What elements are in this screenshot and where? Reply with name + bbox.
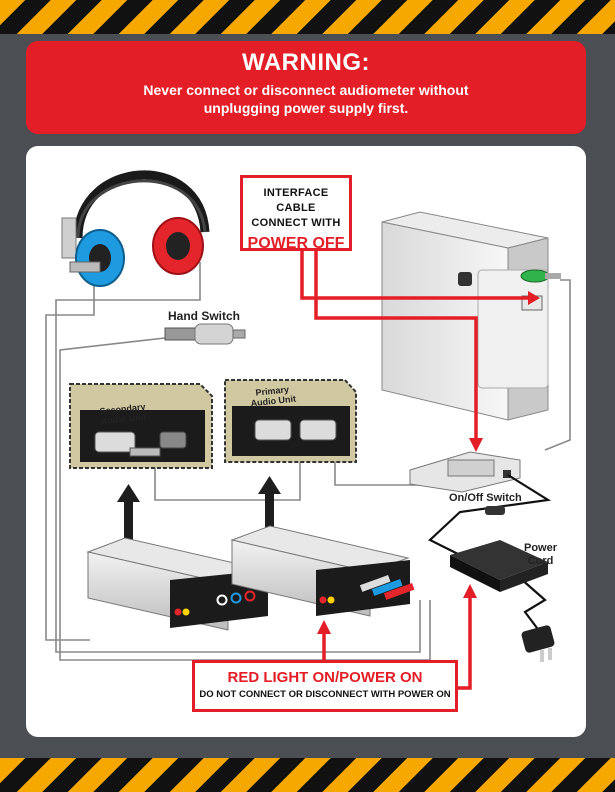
power-cord-label-line1: Power — [524, 542, 558, 554]
wall-plug-icon — [521, 625, 555, 662]
warning-text-line2: unplugging power supply first. — [203, 100, 409, 116]
power-cord-label-line2: Cord — [527, 555, 554, 567]
power-cable — [428, 474, 552, 633]
red-arrowheads — [317, 291, 540, 634]
primary-audio-unit — [224, 379, 357, 463]
interface-cable-callout-line1: INTERFACE CABLE — [263, 187, 329, 214]
secondary-audio-unit — [69, 383, 213, 469]
warning-title: WARNING: — [242, 49, 370, 76]
power-adapter-icon — [450, 540, 548, 592]
grey-cables — [45, 262, 571, 661]
hand-switch-plug-icon — [164, 323, 246, 345]
power-on-callout: RED LIGHT ON/POWER ON DO NOT CONNECT OR … — [192, 660, 458, 712]
green-plug-icon — [520, 269, 561, 283]
interface-cable-callout-line3: POWER OFF — [247, 235, 345, 252]
onoff-switch-icon[interactable] — [485, 506, 505, 515]
computer-tower — [381, 211, 549, 421]
interface-cable-callout-line2: CONNECT WITH — [251, 217, 341, 229]
power-on-callout-line2: DO NOT CONNECT OR DISCONNECT WITH POWER … — [199, 689, 451, 700]
warning-text-line1: Never connect or disconnect audiometer w… — [143, 82, 469, 98]
warning-banner: WARNING: Never connect or disconnect aud… — [26, 41, 586, 134]
red-arrows — [300, 248, 528, 690]
interface-cable-splitter — [409, 451, 521, 493]
hazard-stripe-top — [0, 0, 615, 34]
headphones-icon — [61, 170, 210, 287]
power-cord-label: Power Cord — [524, 542, 557, 568]
onoff-switch-label: On/Off Switch — [449, 492, 522, 504]
interface-cable-callout: INTERFACE CABLE CONNECT WITH POWER OFF — [240, 175, 352, 252]
audiometer-box-right — [230, 525, 415, 617]
power-on-callout-line1: RED LIGHT ON/POWER ON — [227, 669, 423, 686]
audiometer-box-left — [86, 537, 268, 631]
up-arrows — [117, 476, 281, 540]
hand-switch-label: Hand Switch — [168, 309, 241, 323]
hazard-stripe-bottom — [0, 758, 615, 792]
